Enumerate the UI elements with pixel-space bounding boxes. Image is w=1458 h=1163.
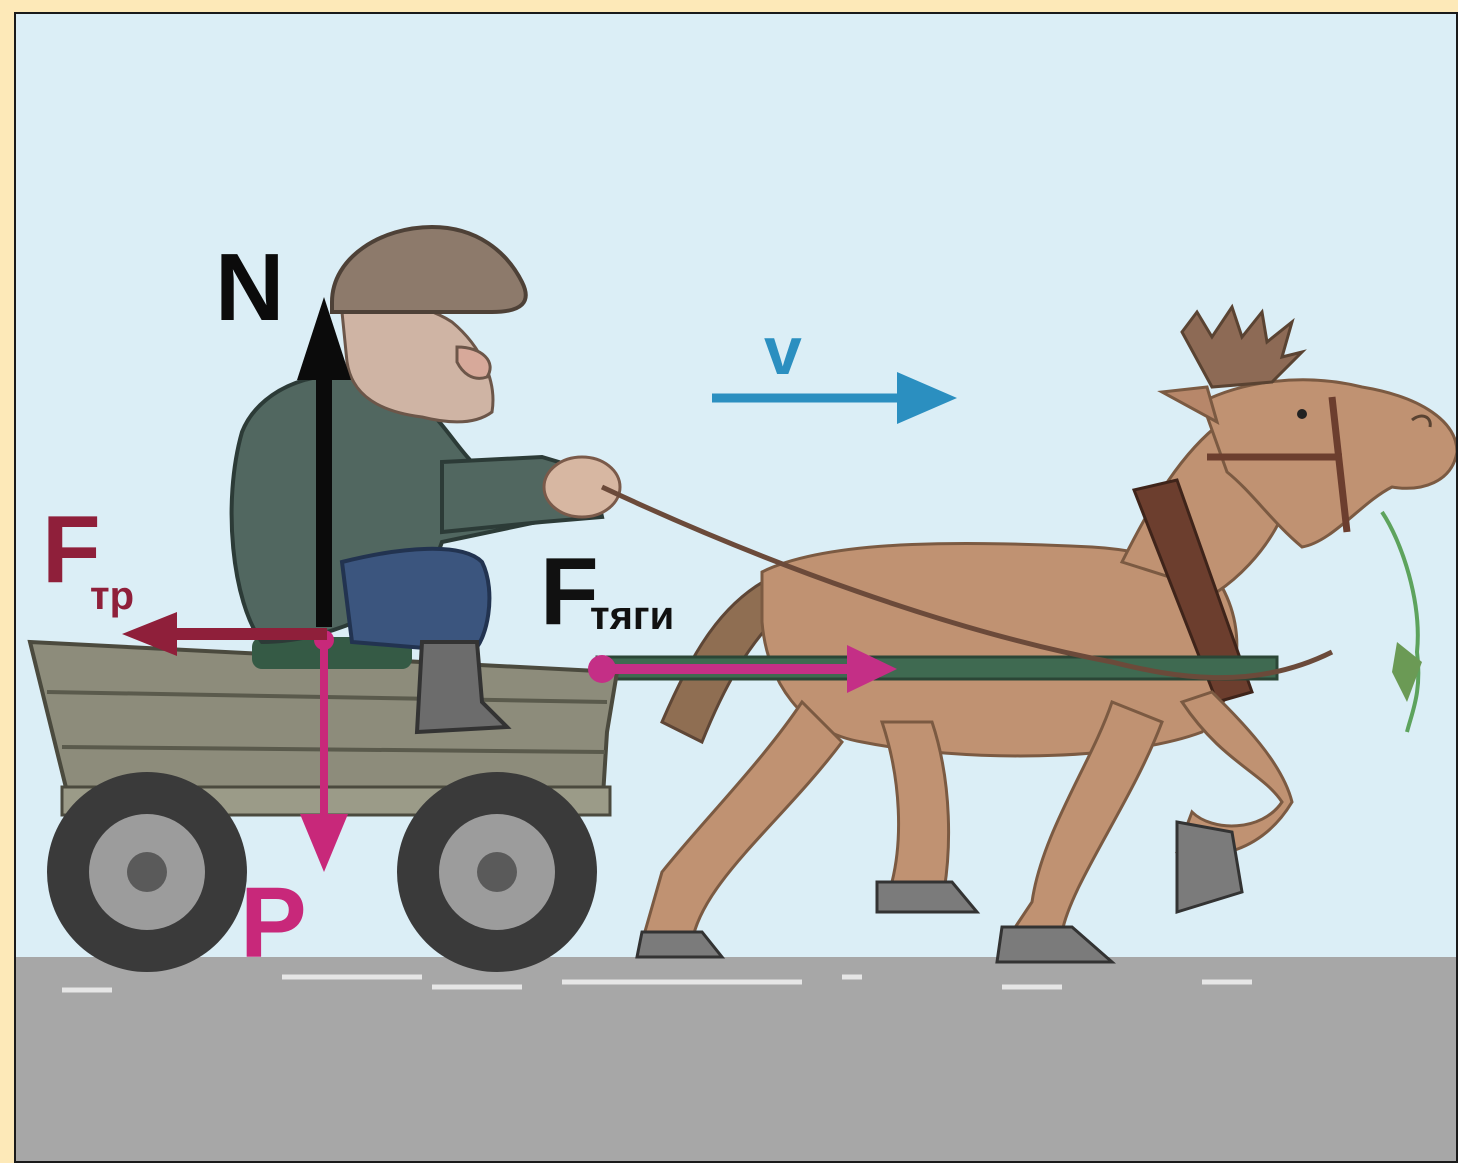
friction-force-subscript: тр [90,574,134,618]
friction-force-label: Fтр [42,496,134,618]
reins [600,484,1334,681]
ground [16,957,1456,1161]
traction-force-label: Fтяги [540,538,674,645]
velocity-label: v [764,313,802,389]
normal-force-label: N [215,234,284,341]
diagram-frame: v N P Fтр Fтяги [14,12,1458,1163]
driver [229,224,622,735]
weight-label: P [240,867,307,979]
cart-forces-illustration: v N P Fтр Fтяги [16,14,1456,1161]
traction-force-symbol: F [540,538,599,645]
velocity-arrow [712,372,957,424]
friction-force-symbol: F [42,496,101,603]
friction-force-arrow [122,612,327,656]
rear-wheel [47,772,247,972]
normal-force-arrow [297,297,351,627]
traction-force-subscript: тяги [590,594,674,638]
cart [27,637,1279,972]
road-marks [62,974,1252,993]
front-wheel [397,772,597,972]
traction-force-arrow [588,645,897,693]
